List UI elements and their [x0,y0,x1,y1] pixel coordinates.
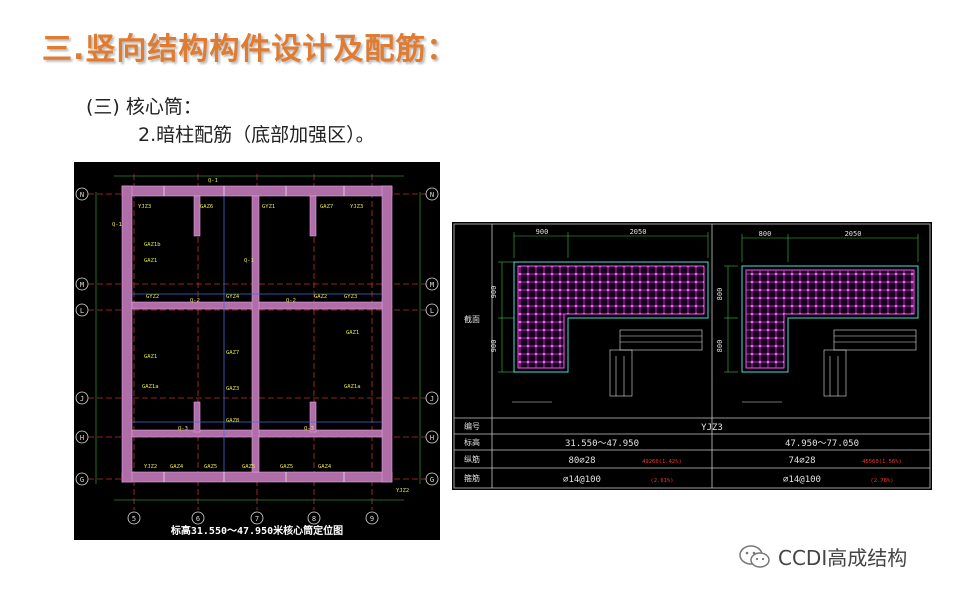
plan-label: GAZ7 [226,350,239,356]
grid-row-label: J [430,395,434,403]
grid-row-label: G [80,476,84,484]
slide-title: 三.竖向结构构件设计及配筋： [42,32,458,67]
plan-label: GAZ3 [226,386,239,392]
table-stirrup-ratio: (2.78%) [870,478,893,484]
table-header: 标高 [464,437,480,447]
dim-label: 800 [759,230,772,238]
plan-label: GAZ1 [144,354,157,360]
dim-label: 800 [716,340,724,353]
section-heading: (三) 核心筒： [86,96,202,118]
dim-label: 2050 [630,228,647,236]
plan-label: YJZ3 [138,204,151,210]
table-id: YJZ3 [701,423,723,433]
dim-label: 2050 [845,230,862,238]
plan-label: GYZ4 [226,294,240,300]
table-elev: 31.550～47.950 [565,439,639,449]
plan-label: GAZ8 [226,418,239,424]
plan-label: GAZ1 [144,258,157,264]
plan-label: Q-1 [208,178,218,184]
table-elev: 47.950～77.050 [785,439,859,449]
dim-label: 900 [490,340,498,353]
table-header: 编号 [464,421,480,431]
table-header: 箍筋 [464,473,480,483]
table-long-bar: 74⌀28 [788,456,815,466]
plan-label: GAZ5 [280,464,293,470]
table-stirrup-ratio: (2.61%) [650,478,673,484]
plan-label: GAZ5 [242,464,255,470]
detail-svg: 900 2050 800 2050 900 900 800 800 [453,223,931,489]
table-long-bar: 80⌀28 [568,456,595,466]
plan-label: GAZ1a [344,384,361,390]
plan-caption: 标高31.550～47.950米核心筒定位图 [170,524,343,537]
grid-row-label: H [80,434,84,442]
grid-row-label: N [430,191,434,199]
dim-label: 900 [490,286,498,299]
grid-row-label: N [80,191,84,199]
grid-row-label: L [430,307,434,315]
plan-label: Q-3 [178,426,188,432]
table-header: 纵筋 [464,454,480,464]
grid-col-label: 7 [255,515,259,523]
plan-label: GAZ2 [314,294,327,300]
dim-label: 900 [536,228,549,236]
table-long-ratio: 49260(1.42%) [642,459,682,465]
plan-label: Q-3 [304,426,314,432]
grid-row-label: G [430,476,434,484]
plan-label: GAZ1 [346,330,359,336]
grid-row-label: M [80,281,84,289]
wechat-icon [739,544,770,568]
plan-label: GYZ3 [344,294,357,300]
plan-label: GYZ2 [146,294,159,300]
watermark-text: CCDI高成结构 [778,546,908,570]
watermark: CCDI高成结构 [738,542,907,571]
dim-label: 800 [716,288,724,301]
plan-label: GAZ4 [318,464,332,470]
table-stirrup: ⌀14@100 [563,475,601,485]
plan-label: GAZ4 [170,464,184,470]
grid-row-label: H [430,434,434,442]
row-label-section: 截面 [464,314,480,324]
plan-label: GAZ7 [320,204,333,210]
grid-col-label: 6 [196,515,200,523]
core-plan-drawing: N N M M L L J J H H G G 5 6 7 8 9 YJZ3 G… [74,162,440,540]
grid-row-label: L [80,307,84,315]
plan-label: GAZ5 [204,464,217,470]
grid-col-label: 9 [370,515,374,523]
grid-row-label: M [430,281,434,289]
plan-label: Q-2 [286,298,296,304]
plan-label: GAZ1b [144,242,161,248]
grid-col-label: 8 [312,515,316,523]
plan-label: GAZ1a [142,384,159,390]
plan-label: GYZ1 [262,204,275,210]
plan-label: Q-2 [190,298,200,304]
plan-svg: N N M M L L J J H H G G 5 6 7 8 9 YJZ3 G… [75,174,439,537]
plan-label: GAZ6 [200,204,213,210]
table-long-ratio: 45560(1.56%) [862,459,902,465]
plan-label: YJZ2 [396,488,409,494]
grid-col-label: 5 [132,515,136,523]
item-heading: 2.暗柱配筋（底部加强区）。 [138,124,375,146]
column-detail-drawing: 900 2050 800 2050 900 900 800 800 [452,222,932,490]
plan-label: YJZ3 [350,204,363,210]
table-stirrup: ⌀14@100 [783,475,821,485]
grid-row-label: J [80,395,84,403]
plan-label: Q-1 [244,258,254,264]
plan-label: Q-1 [112,222,122,228]
plan-label: YJZ2 [144,464,157,470]
